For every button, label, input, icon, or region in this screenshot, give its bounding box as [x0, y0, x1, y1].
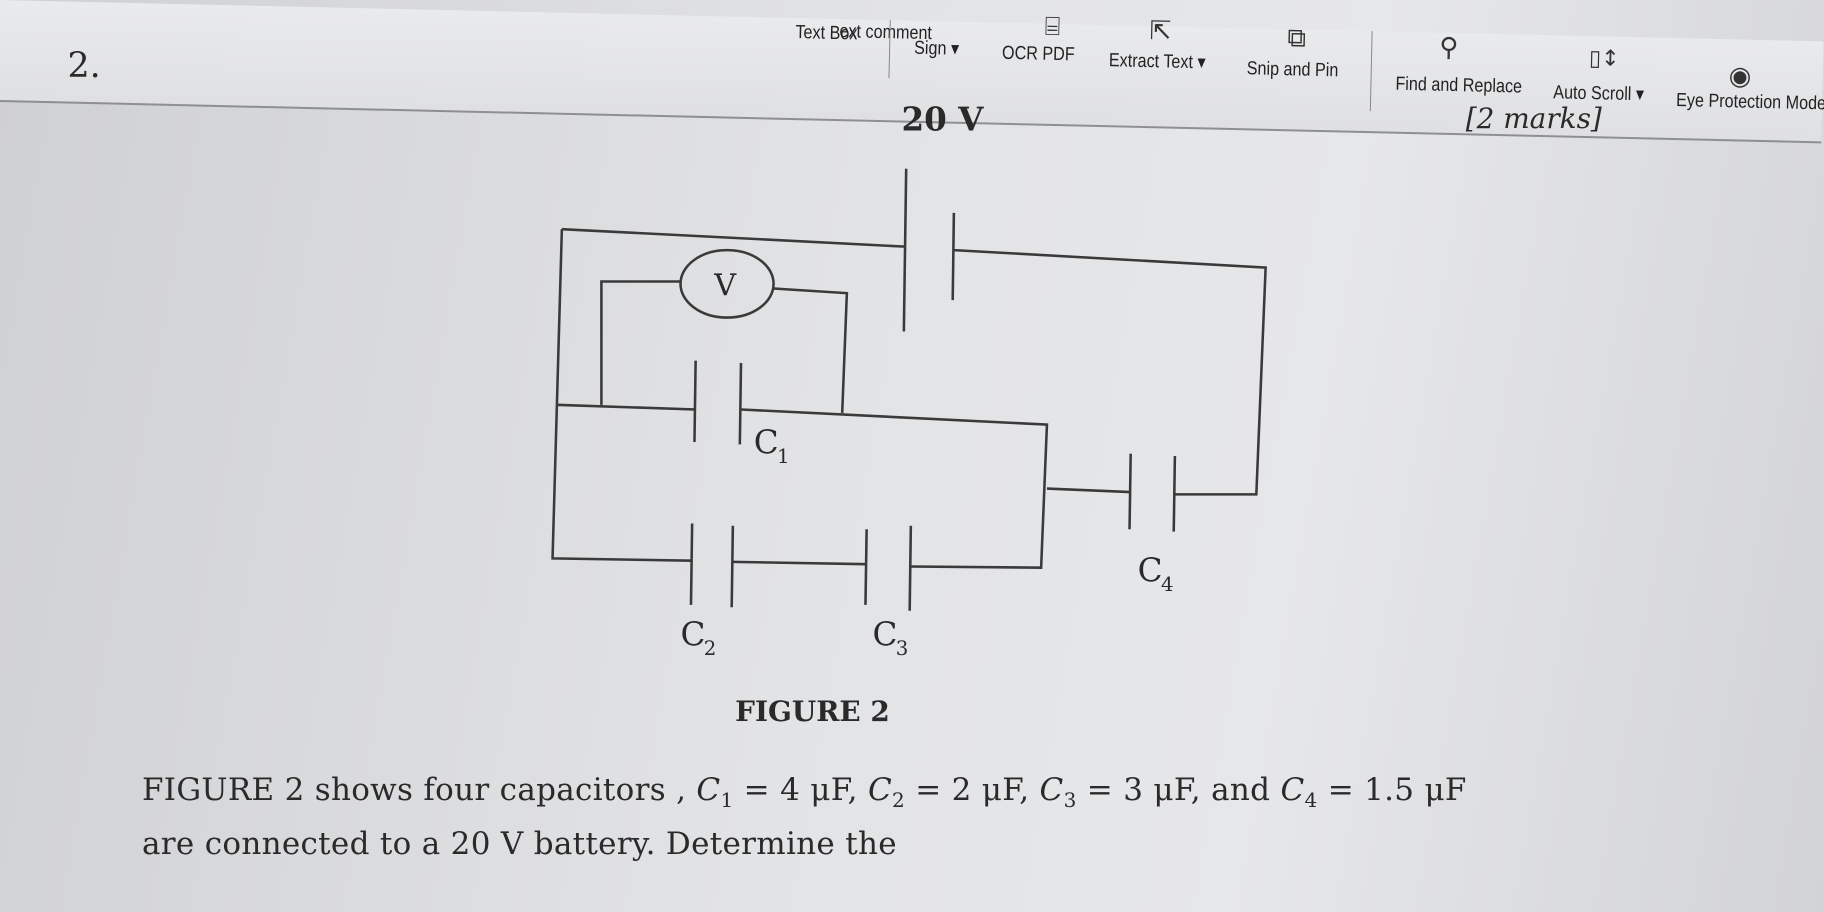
question-text-line-1: FIGURE 2 shows four capacitors , C1 = 4 …	[142, 772, 1467, 812]
c1-value: = 4 μF,	[743, 772, 858, 808]
voltmeter-label: V	[713, 268, 737, 303]
c2-label: C	[681, 616, 706, 654]
wire-top-right	[953, 248, 1267, 496]
battery-plate-short	[951, 212, 956, 301]
capacitor-c4-plate-left	[1128, 453, 1132, 530]
c2-sub: 2	[892, 788, 906, 813]
c3-subscript: 3	[896, 637, 909, 660]
figure-caption: FIGURE 2	[735, 695, 890, 728]
question-text-line-2: are connected to a 20 V battery. Determi…	[142, 826, 897, 862]
battery-plate-long	[902, 168, 908, 332]
c4-subscript: 4	[1161, 573, 1174, 596]
battery-label: 20 V	[902, 99, 985, 138]
capacitor-c1-plate-left	[693, 360, 697, 443]
wire-c1-left	[555, 403, 696, 411]
capacitor-c3-plate-left	[864, 529, 868, 605]
wire-c4-left	[1046, 487, 1131, 494]
capacitor-c2-plate-left	[689, 523, 694, 605]
c1-sub: 1	[720, 788, 734, 813]
question-lead: FIGURE 2 shows four capacitors ,	[142, 772, 687, 808]
voltmeter	[679, 248, 775, 319]
capacitor-c2-plate-right	[730, 525, 735, 608]
wire-c1-right	[740, 408, 1049, 569]
c4-symbol: C	[1280, 772, 1305, 808]
c3-label: C	[872, 616, 897, 654]
c2-value: = 2 μF,	[915, 772, 1030, 808]
c3-value: = 3 μF, and	[1086, 772, 1271, 808]
question-number: 2.	[67, 46, 100, 86]
c4-sub: 4	[1304, 788, 1318, 813]
capacitor-c4-plate-right	[1172, 455, 1177, 532]
c2-subscript: 2	[704, 637, 717, 660]
c4-value: = 1.5 μF	[1327, 772, 1467, 808]
marks-label: [2 marks]	[1466, 102, 1602, 135]
c1-subscript: 1	[777, 445, 790, 468]
voltmeter-wire-right	[773, 287, 849, 414]
c1-symbol: C	[696, 772, 721, 808]
c3-symbol: C	[1039, 772, 1064, 808]
c4-label: C	[1138, 552, 1163, 590]
c1-label: C	[754, 424, 779, 462]
capacitor-c3-plate-right	[908, 525, 913, 611]
capacitor-c1-plate-right	[738, 362, 743, 445]
c3-sub: 3	[1063, 788, 1077, 813]
wire-c2-c3	[732, 560, 867, 566]
voltmeter-wire-left	[600, 280, 681, 405]
wire-top-left	[561, 227, 906, 248]
wire-left	[551, 229, 693, 562]
c2-symbol: C	[867, 772, 893, 808]
